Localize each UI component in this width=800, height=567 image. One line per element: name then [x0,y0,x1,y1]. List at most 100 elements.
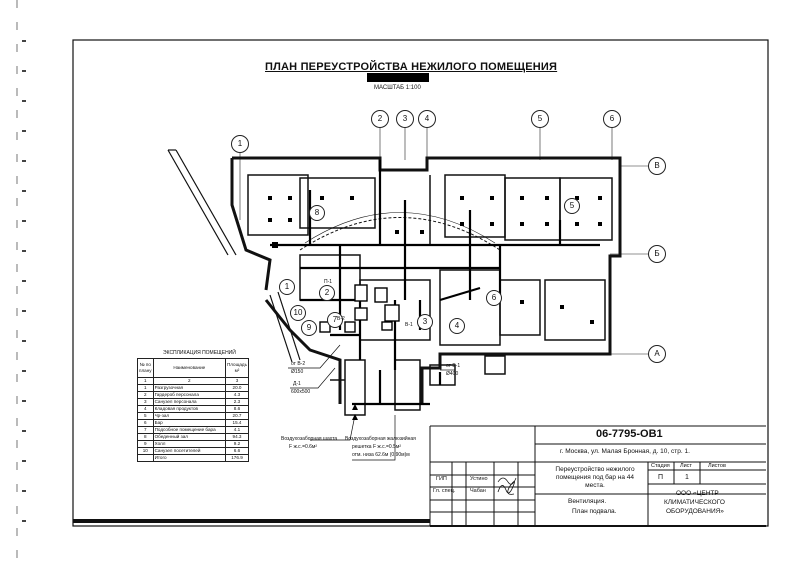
note-shaft-1-area: F ж.с.=0.6м² [289,444,318,450]
explication-title: ЭКСПЛИКАЦИЯ ПОМЕЩЕНИЙ [163,350,236,356]
stage-header: Стадия [651,463,670,469]
sheet-name-1: Вентиляция. [568,498,607,505]
row-area: 176.9 [225,454,249,462]
row-number: 9 [137,440,154,448]
room-number-6: 6 [486,290,502,306]
axis-marker-6: 6 [603,110,621,128]
row-area: 4.1 [225,426,249,434]
row-name: Санузел посетителей [152,447,227,455]
name-chief: Чабан [470,488,486,494]
axis-marker-4: 4 [418,110,436,128]
scan-edge [16,0,18,567]
room-number-1: 1 [279,279,295,295]
row-area: 20.0 [225,384,249,392]
row-name: Итого [152,454,227,462]
sheet-name-2: План подвала. [572,508,617,515]
note-grille-2: решетка F ж.с.=0.5м² [352,444,401,450]
col-area-header: Площадь м² [225,358,249,378]
note-from-b1-dia: Ø400 [446,371,459,377]
row-number: 6 [137,419,154,427]
index-cell: 1 [137,377,154,385]
row-number: 1 [137,384,154,392]
role-chief: Гл. спец. [433,488,456,494]
explication-table: № по плану Наименование Площадь м² 1 2 3… [137,358,249,462]
note-d1: Д-1 [293,381,301,387]
axis-marker-3: 3 [396,110,414,128]
note-shaft-1: Воздухозаборная шахта [281,436,338,442]
sheet-title: ПЛАН ПЕРЕУСТРОЙСТВА НЕЖИЛОГО ПОМЕЩЕНИЯ [265,61,558,73]
row-name: Чр-зал [152,412,227,420]
note-grille-1: Воздухозаборная жалюзийная [345,436,416,442]
room-number-9: 9 [301,320,317,336]
name-gip: Устино [470,476,488,482]
col-name-header: Наименование [152,358,227,378]
stage-value: П [658,474,664,481]
row-number: 4 [137,405,154,413]
row-name: Санузел персонала [152,398,227,406]
index-cell: 3 [225,377,249,385]
row-number: 2 [137,391,154,399]
role-gip: ГИП [436,476,447,482]
row-number [137,454,154,462]
scale-label: МАСШТАБ 1:100 [374,85,421,91]
col-number-header: № по плану [137,358,154,378]
row-area: 8.6 [225,405,249,413]
explication-header-row: № по плану Наименование Площадь м² [137,358,249,378]
unit-b1-label: В-1 [405,322,413,328]
room-number-7: 7 [327,312,343,328]
sheet-value: 1 [685,474,689,481]
row-name: Разгрузочная [152,384,227,392]
row-number: 7 [137,426,154,434]
company-line-3: ОБОРУДОВАНИЯ» [666,508,724,515]
company-line-2: КЛИМАТИЧЕСКОГО [664,499,725,506]
redaction-bar [367,73,429,82]
room-number-10: 10 [290,305,306,321]
row-area: 20.7 [225,412,249,420]
row-name: Кладовая продуктов [152,405,227,413]
room-number-4: 4 [449,318,465,334]
company-line-1: ООО «ЦЕНТР [676,490,719,497]
row-area: 15.4 [225,419,249,427]
row-number: 5 [137,412,154,420]
axis-marker-a: А [648,345,666,363]
row-area: 9.2 [225,440,249,448]
project-name-1: Переустройство нежилого помещения под ба… [555,466,635,489]
row-area: 2.3 [225,398,249,406]
explication-index-row: 1 2 3 [137,377,249,385]
row-name: Бар [152,419,227,427]
project-address: г. Москва, ул. Малая Бронная, д. 10, стр… [560,448,690,455]
axis-marker-2: 2 [371,110,389,128]
index-cell: 2 [152,377,227,385]
axis-marker-b: Б [648,245,666,263]
note-from-b2: от В-2 [291,361,306,367]
row-number: 3 [137,398,154,406]
room-number-5: 5 [564,198,580,214]
sheet-header: Лист [680,463,692,469]
sheets-header: Листов [708,463,726,469]
axis-marker-v: В [648,157,666,175]
row-name: Обеденный зал [152,433,227,441]
row-area: 4.3 [225,391,249,399]
unit-p1-label: П-1 [324,279,333,285]
row-area: 94.3 [225,433,249,441]
row-number: 10 [137,447,154,455]
row-area: 6.6 [225,447,249,455]
document-code: 06-7795-ОВ1 [596,428,663,440]
row-name: Гардероб персонала [152,391,227,399]
room-number-2: 2 [319,285,335,301]
row-number: 8 [137,433,154,441]
row-name: Подсобное помещение бара [152,426,227,434]
row-name: Холл [152,440,227,448]
room-number-8: 8 [309,205,325,221]
